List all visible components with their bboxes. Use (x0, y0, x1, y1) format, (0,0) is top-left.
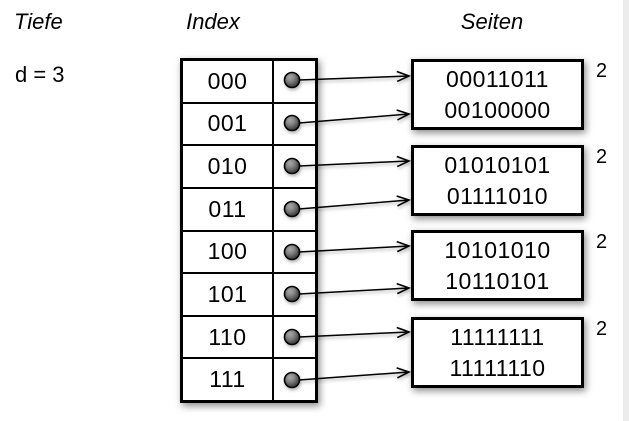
page-box-2: 01010101 01111010 (411, 145, 584, 216)
index-row-110: 110 (183, 316, 315, 360)
index-row-011: 011 (183, 188, 315, 232)
global-depth-value: d = 3 (15, 62, 65, 87)
pointer-cell (274, 232, 315, 273)
page-entry: 11111110 (449, 354, 546, 381)
index-label: 000 (183, 61, 274, 102)
index-label: 110 (183, 316, 274, 358)
pointer-cell (274, 61, 315, 102)
index-row-111: 111 (183, 359, 315, 400)
index-title: Index (186, 9, 240, 34)
index-row-010: 010 (183, 146, 315, 189)
page-entry: 10101010 (444, 236, 551, 263)
page-entry: 10110101 (445, 267, 550, 294)
page-local-depth-4: 2 (596, 318, 608, 340)
index-label: 101 (183, 274, 274, 315)
index-label: 111 (183, 359, 274, 400)
index-label: 001 (183, 103, 274, 145)
page-box-4: 11111111 11111110 (411, 317, 584, 388)
index-row-100: 100 (183, 231, 315, 275)
depth-title: Tiefe (14, 9, 63, 34)
pages-title: Seiten (460, 9, 524, 34)
pointer-cell (274, 104, 315, 145)
page-entry: 00100000 (444, 96, 551, 123)
index-row-101: 101 (183, 274, 315, 317)
page-entry: 11111111 (450, 323, 545, 350)
index-label: 011 (183, 188, 274, 230)
pointer-cell (274, 359, 315, 400)
index-row-000: 000 (183, 61, 315, 104)
page-box-1: 00011011 00100000 (411, 59, 584, 130)
index-directory-table: 000 001 010 011 100 101 110 111 (180, 58, 318, 403)
pointer-cell (274, 189, 315, 230)
index-label: 010 (183, 146, 274, 187)
page-local-depth-1: 2 (596, 60, 608, 82)
page-entry: 01111010 (446, 182, 549, 209)
pointer-cell (274, 146, 315, 187)
index-label: 100 (183, 231, 274, 273)
page-local-depth-3: 2 (596, 231, 608, 253)
page-entry: 01010101 (444, 151, 551, 178)
window-edge-strip (623, 0, 629, 421)
index-row-001: 001 (183, 103, 315, 147)
page-local-depth-2: 2 (596, 146, 608, 168)
pointer-cell (274, 317, 315, 358)
page-box-3: 10101010 10110101 (411, 230, 584, 301)
page-entry: 00011011 (446, 65, 549, 92)
pointer-cell (274, 274, 315, 315)
